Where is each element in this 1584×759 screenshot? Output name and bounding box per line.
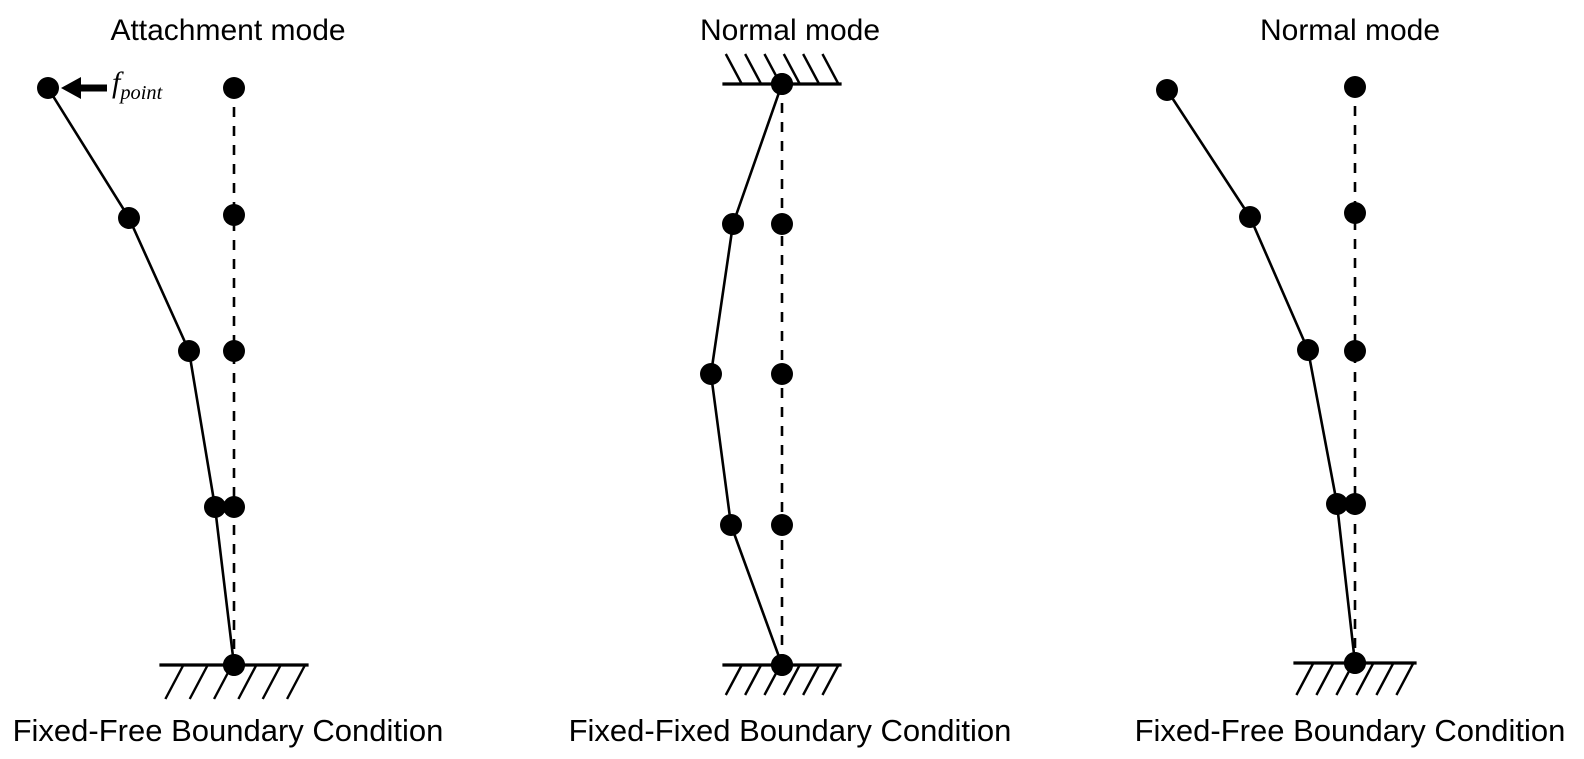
deformed-node (771, 73, 793, 95)
deformed-node (1297, 339, 1319, 361)
deformed-node (37, 77, 59, 99)
reference-node (1344, 76, 1366, 98)
reference-node (1344, 493, 1366, 515)
reference-node (1344, 340, 1366, 362)
panel-title: Normal mode (699, 14, 881, 47)
reference-node (223, 204, 245, 226)
deformed-node (700, 363, 722, 385)
force-label-subscript: point (120, 82, 163, 104)
deformed-node (1344, 652, 1366, 674)
deformed-node (771, 654, 793, 676)
reference-node (771, 514, 793, 536)
reference-node (771, 213, 793, 235)
force-arrow-icon (61, 77, 107, 99)
deformed-node (223, 654, 245, 676)
deformed-node (1239, 206, 1261, 228)
panel-caption: Fixed-Free Boundary Condition (12, 713, 444, 748)
deformed-shape-line (1165, 88, 1357, 665)
panel-caption: Fixed-Free Boundary Condition (1134, 713, 1566, 748)
deformed-node (178, 340, 200, 362)
force-label: fpoint (112, 68, 162, 108)
reference-node (223, 340, 245, 362)
panel-title: Normal mode (1259, 14, 1441, 47)
deformed-node (1156, 79, 1178, 101)
reference-node (223, 496, 245, 518)
deformed-node (1326, 493, 1348, 515)
panel-caption: Fixed-Fixed Boundary Condition (568, 713, 1012, 748)
reference-node (1344, 202, 1366, 224)
deformed-node (204, 496, 226, 518)
deformed-node (722, 213, 744, 235)
reference-node (771, 363, 793, 385)
panel-title: Attachment mode (110, 14, 346, 47)
deformed-node (720, 514, 742, 536)
deformed-node (118, 207, 140, 229)
reference-node (223, 77, 245, 99)
force-label-symbol: f (112, 66, 121, 99)
